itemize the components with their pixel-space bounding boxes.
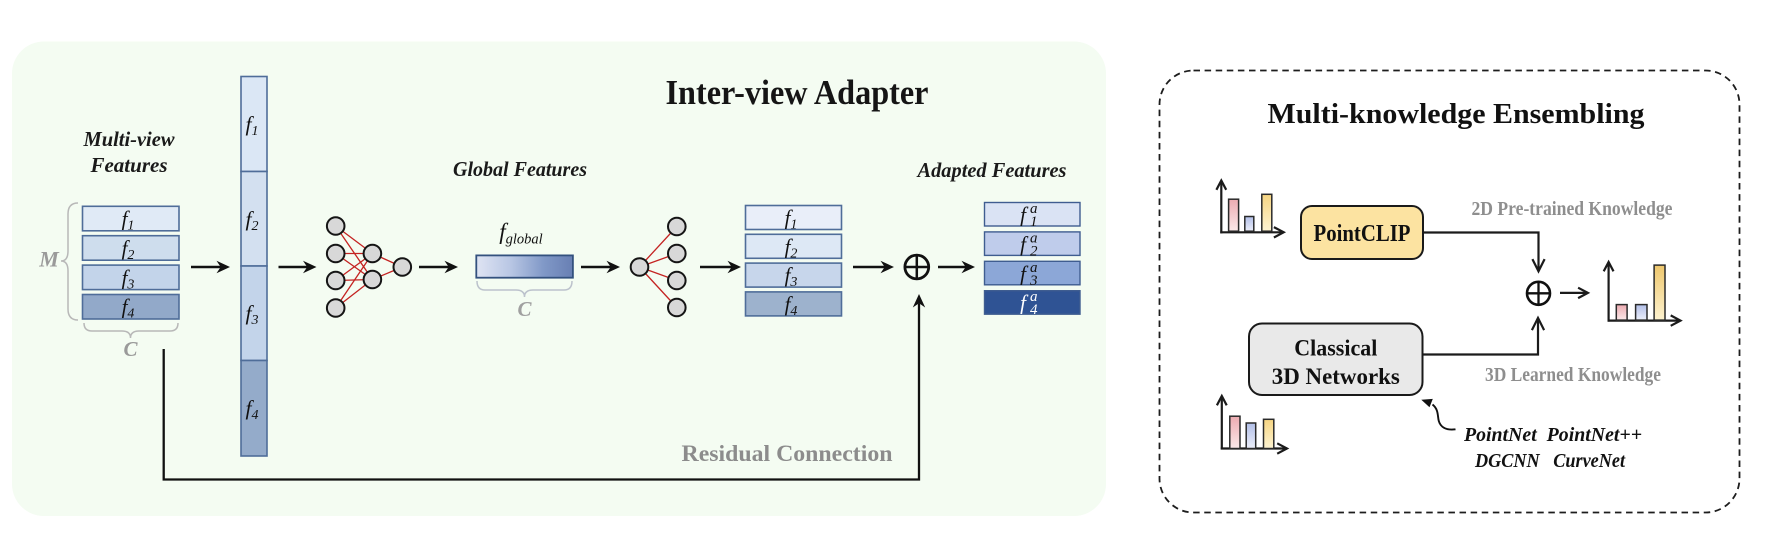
svg-text:DGCNN CurveNet: DGCNN CurveNet [1474, 450, 1626, 472]
svg-text:2: 2 [1030, 243, 1038, 259]
svg-text:3: 3 [1029, 273, 1038, 289]
svg-text:M: M [38, 247, 60, 272]
svg-text:f: f [1020, 232, 1029, 256]
svg-text:Inter-view Adapter: Inter-view Adapter [666, 73, 929, 112]
svg-text:Multi-view: Multi-view [83, 127, 176, 151]
svg-text:f: f [1020, 203, 1029, 227]
svg-text:Multi-knowledge Ensembling: Multi-knowledge Ensembling [1268, 98, 1646, 130]
svg-text:2D Pre-trained Knowledge: 2D Pre-trained Knowledge [1472, 199, 1673, 220]
svg-text:Features: Features [89, 153, 167, 177]
svg-text:f: f [1020, 261, 1029, 285]
svg-text:PointNet PointNet++: PointNet PointNet++ [1463, 424, 1642, 446]
svg-text:Global Features: Global Features [453, 157, 587, 181]
svg-text:Residual Connection: Residual Connection [682, 441, 893, 466]
svg-text:3D Networks: 3D Networks [1272, 364, 1400, 389]
svg-text:C: C [123, 337, 138, 361]
svg-text:a: a [1030, 230, 1038, 246]
svg-text:Classical: Classical [1294, 336, 1377, 361]
svg-text:3D Learned Knowledge: 3D Learned Knowledge [1485, 365, 1661, 386]
svg-text:C: C [517, 297, 532, 321]
svg-text:Adapted Features: Adapted Features [916, 158, 1067, 182]
svg-text:a: a [1030, 289, 1038, 305]
svg-text:4: 4 [1030, 302, 1038, 318]
svg-text:f: f [1020, 291, 1029, 315]
svg-text:a: a [1030, 260, 1038, 276]
svg-text:PointCLIP: PointCLIP [1314, 221, 1411, 247]
svg-text:a: a [1030, 201, 1038, 217]
svg-text:1: 1 [1030, 214, 1038, 230]
